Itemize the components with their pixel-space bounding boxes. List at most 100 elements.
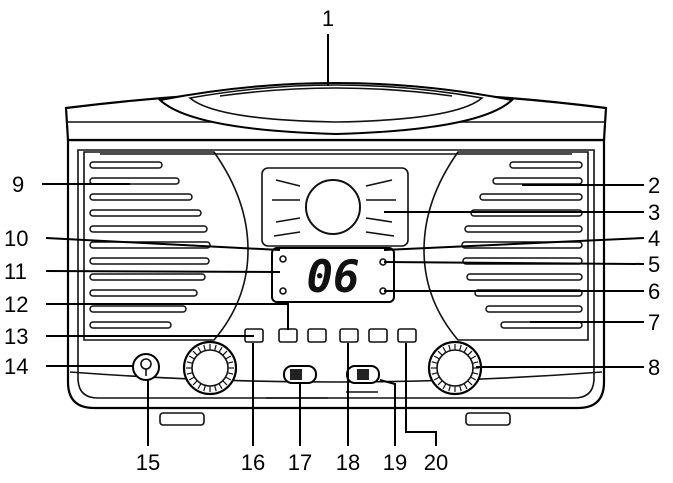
cd-window [305,179,361,235]
grille-slot [461,241,583,249]
knob-grip-tick [448,344,451,351]
knob-grip-tick [470,376,477,381]
knob-grip-tick [442,346,447,353]
knob-grip-tick [437,380,443,386]
grille-slot [466,273,583,281]
grille-slot [464,225,583,233]
callout-9: 9 [12,172,24,197]
knob-grip-tick [197,346,202,353]
left-speaker-panel [83,151,249,341]
headphone-jack[interactable] [132,353,160,381]
grille-slot [89,209,202,217]
cd-door [157,82,515,136]
grille-slot [89,193,193,201]
knob-grip-tick [227,372,234,375]
knob-grip-tick [192,350,198,356]
callout-12: 12 [4,292,28,317]
knob-grip-tick [203,385,206,392]
knob-grip-tick [225,355,232,360]
indicator-top-left [279,255,287,263]
knob-grip-tick [467,350,473,356]
knob-grip-tick [472,361,479,364]
callout-14: 14 [4,354,28,379]
body-inner-rim [77,149,595,399]
knob-grip-tick [218,346,223,353]
button-row [244,328,417,343]
button-5[interactable] [368,328,388,343]
callout-7: 7 [648,310,660,335]
knob-grip-tick [442,383,447,390]
knob-grip-tick [186,361,193,364]
right-speaker-panel [423,151,589,341]
grille-slot [509,161,583,169]
callout-5: 5 [648,252,660,277]
grille-slot [89,305,187,313]
button-6[interactable] [397,328,417,343]
panel-deco-left [272,179,301,237]
callout-20: 20 [424,450,448,475]
button-3[interactable] [307,328,327,343]
knob-grip-tick [214,344,217,351]
grille-slot [492,177,583,185]
left-foot [159,412,205,426]
right-knob[interactable] [427,340,483,396]
knob-grip-tick [463,346,468,353]
callout-15: 15 [136,450,160,475]
callout-6: 6 [648,279,660,304]
knob-grip-tick [188,355,195,360]
cd-door-inner [188,84,484,123]
callout-11: 11 [4,259,27,284]
knob-grip-tick [448,385,451,392]
knob-grip-tick [214,385,217,392]
callout-18: 18 [336,450,360,475]
callout-19: 19 [383,450,407,475]
knob-grip-tick [431,361,438,364]
callout-2: 2 [648,173,660,198]
grille-slot [485,305,583,313]
knob-grip-tick [222,380,228,386]
left-speaker-grille [89,161,211,329]
callout-16: 16 [241,450,265,475]
knob-grip-tick [459,385,462,392]
knob-grip-tick [227,361,234,364]
lcd-display [271,247,395,303]
callout-10: 10 [4,226,28,251]
knob-grip-tick [470,355,477,360]
button-4[interactable] [339,328,359,343]
callout-8: 8 [648,355,660,380]
knob-grip-tick [431,372,438,375]
knob-grip-tick [463,383,468,390]
grille-slot [89,177,180,185]
grille-slot [89,241,211,249]
grille-slot [89,161,163,169]
right-foot [465,412,511,426]
callout-13: 13 [4,324,28,349]
knob-grip-tick [459,344,462,351]
knob-grip-tick [433,376,440,381]
grille-slot [89,321,172,329]
grille-slot [479,193,583,201]
knob-grip-tick [225,376,232,381]
knob-grip-tick [467,380,473,386]
knob-grip-tick [203,344,206,351]
indicator-bottom-left [279,287,287,295]
grille-slot [89,225,208,233]
grille-slot [89,273,206,281]
knob-grip-tick [192,380,198,386]
callout-3: 3 [648,200,660,225]
panel-deco-right [365,179,396,237]
grille-slot [89,257,210,265]
knob-grip-tick [197,383,202,390]
button-2[interactable] [278,328,298,343]
knob-grip-tick [222,350,228,356]
cd-door-ridge [219,87,453,97]
center-panel [261,167,409,247]
callout-4: 4 [648,226,660,251]
slide-switch-left[interactable] [266,365,328,399]
knob-grip-tick [188,376,195,381]
leader-lines [42,34,645,446]
left-knob[interactable] [182,340,238,396]
knob-grip-tick [472,372,479,375]
callout-numbers: 1 2 3 4 5 6 7 8 9 10 11 12 13 14 15 16 1… [4,6,660,475]
